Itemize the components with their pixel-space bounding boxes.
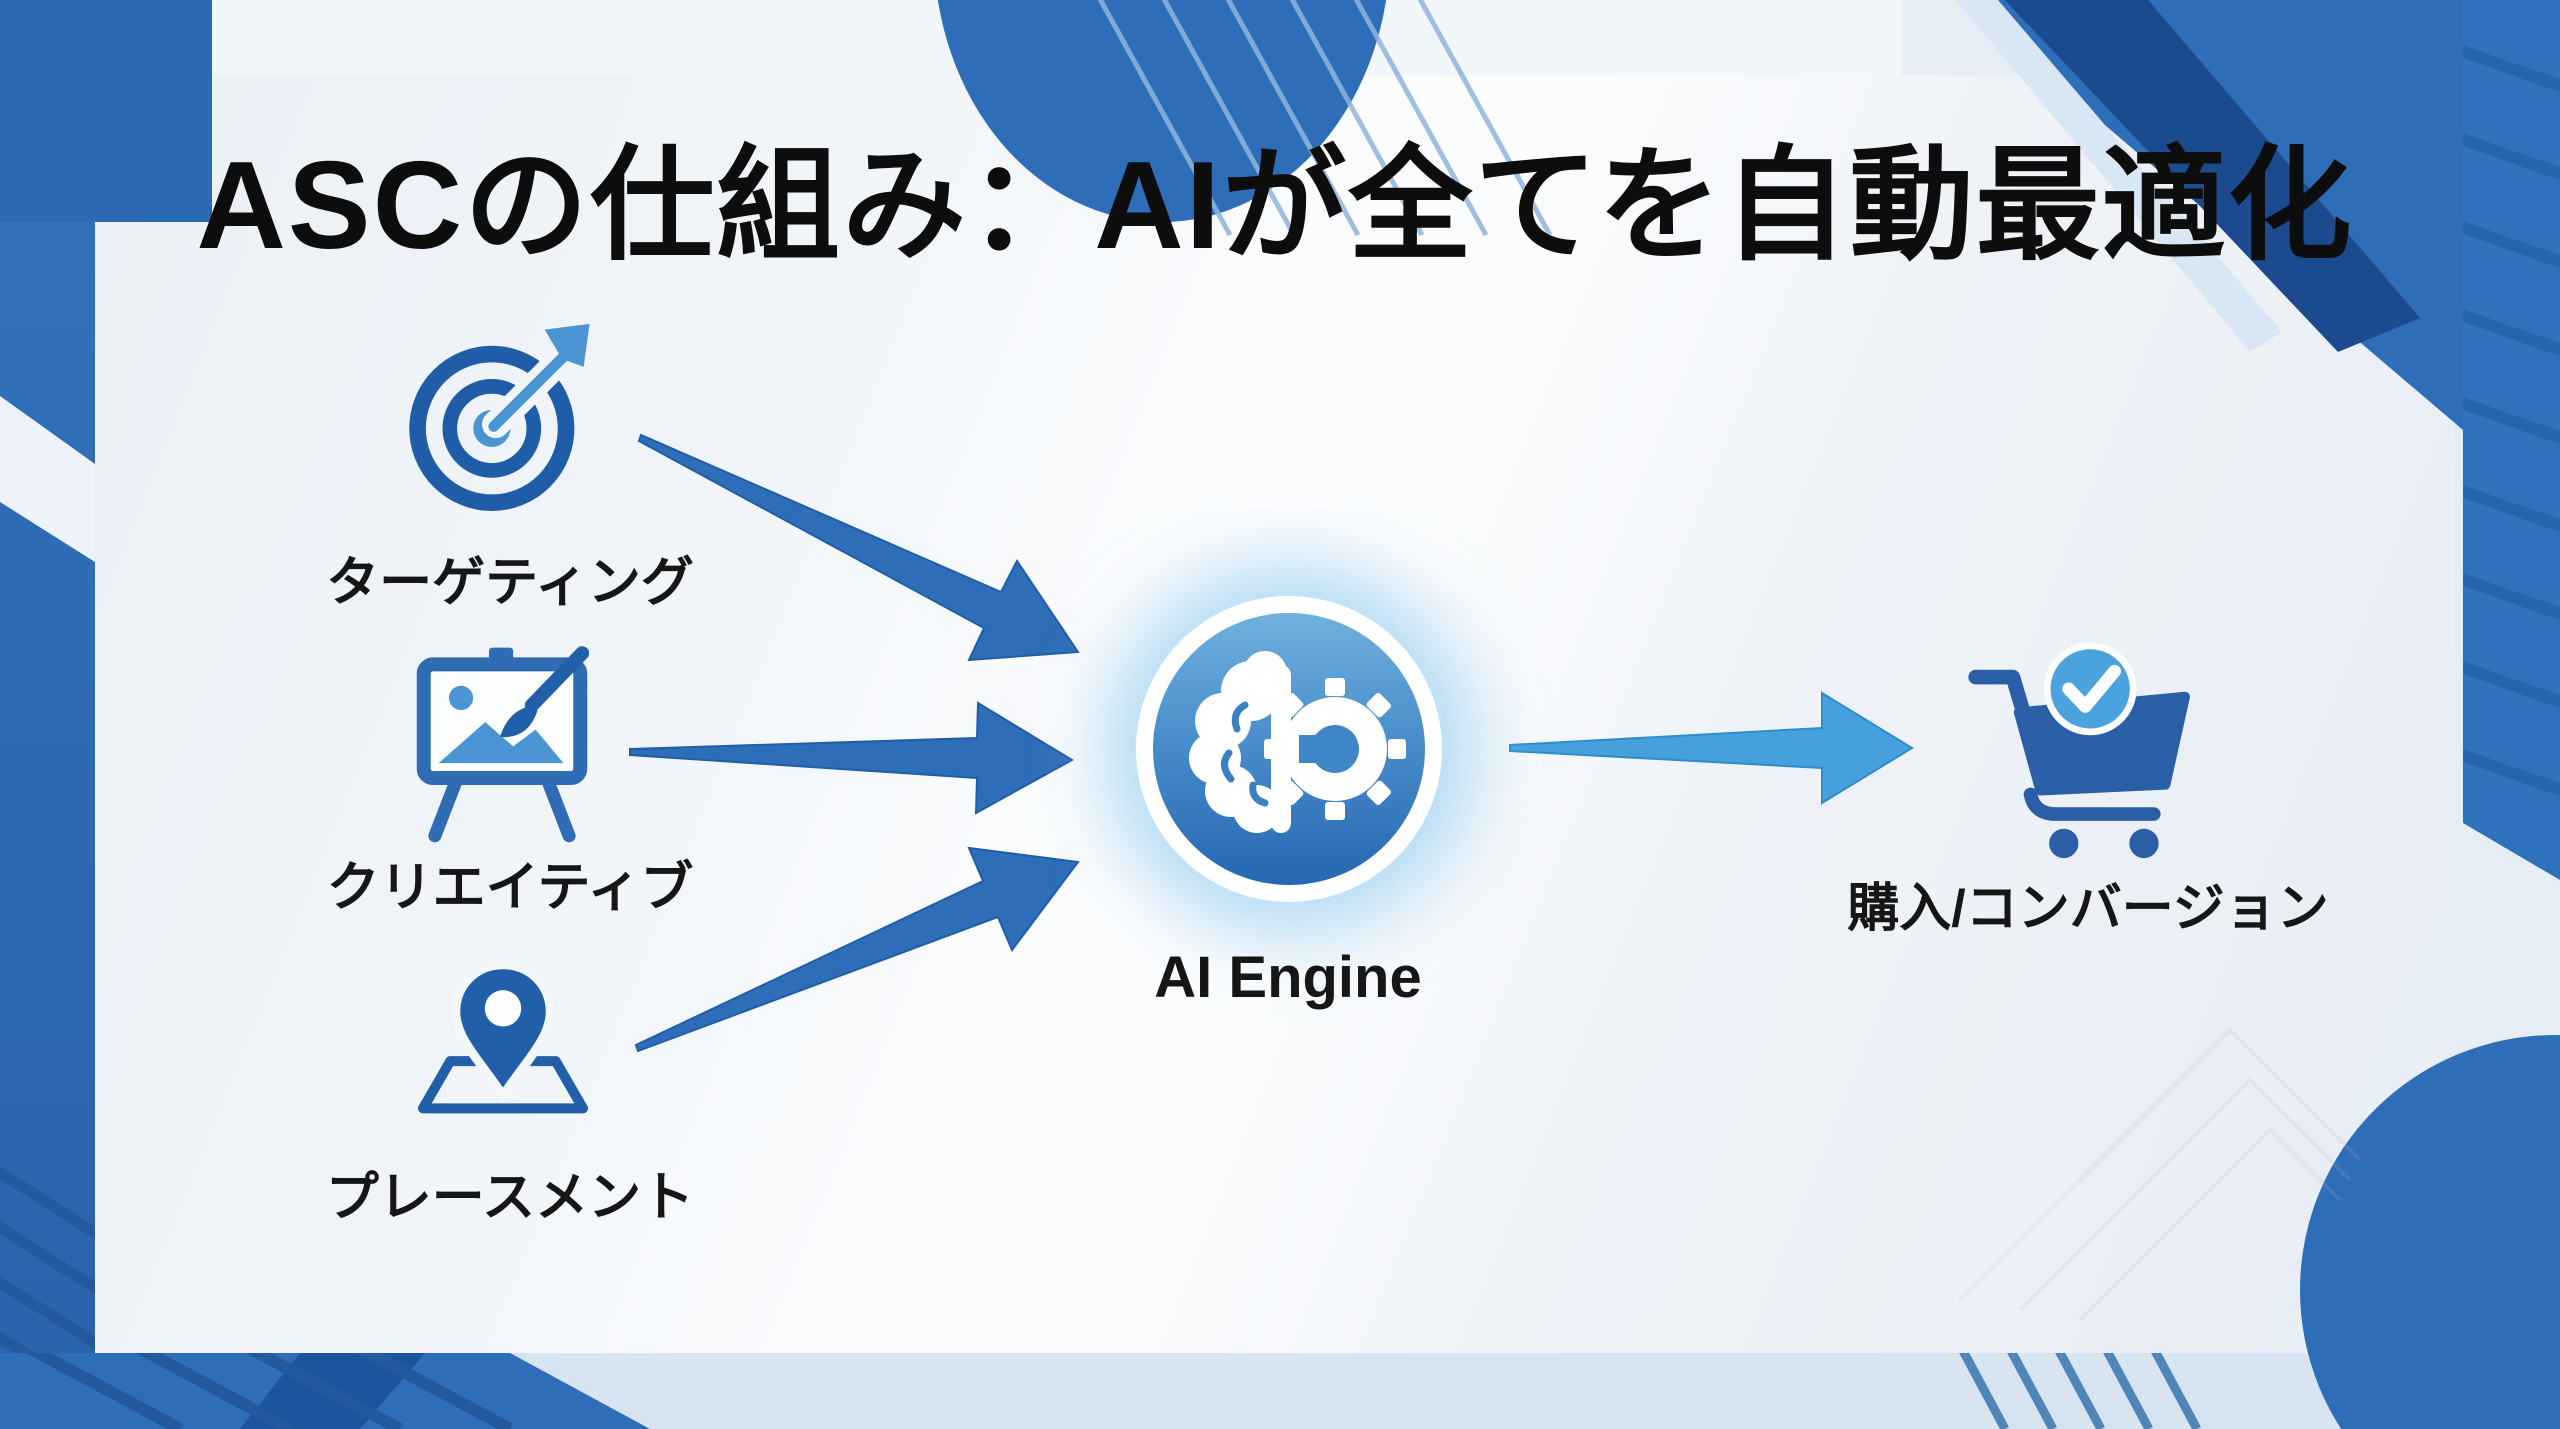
bottom-left-dark-wedge <box>240 1353 425 1429</box>
label-conversion: 購入/コンバージョン <box>1847 880 2329 938</box>
ai-engine-circle <box>1153 613 1425 885</box>
ai-engine-node <box>1136 596 1442 902</box>
label-targeting: ターゲティング <box>326 553 694 612</box>
bottom-strip <box>0 1353 2560 1429</box>
left-band-slash <box>0 396 95 562</box>
top-strip <box>212 0 1902 75</box>
left-blue-band <box>0 0 95 1429</box>
easel-paintbrush-icon <box>416 646 590 843</box>
page-title: ASCの仕組み：AIが全てを自動最適化 <box>196 137 2354 275</box>
bottom-left-corner <box>0 1353 650 1429</box>
label-placement: プレースメント <box>325 1168 695 1227</box>
cart-check-icon <box>1968 642 2190 859</box>
map-pin-icon <box>418 960 588 1114</box>
brain-gear-icon <box>1189 651 1406 833</box>
target-dart-icon <box>409 323 590 511</box>
right-blue-column <box>2463 0 2560 880</box>
label-ai-engine: AI Engine <box>1154 945 1422 1010</box>
label-creative: クリエイティブ <box>326 858 694 917</box>
